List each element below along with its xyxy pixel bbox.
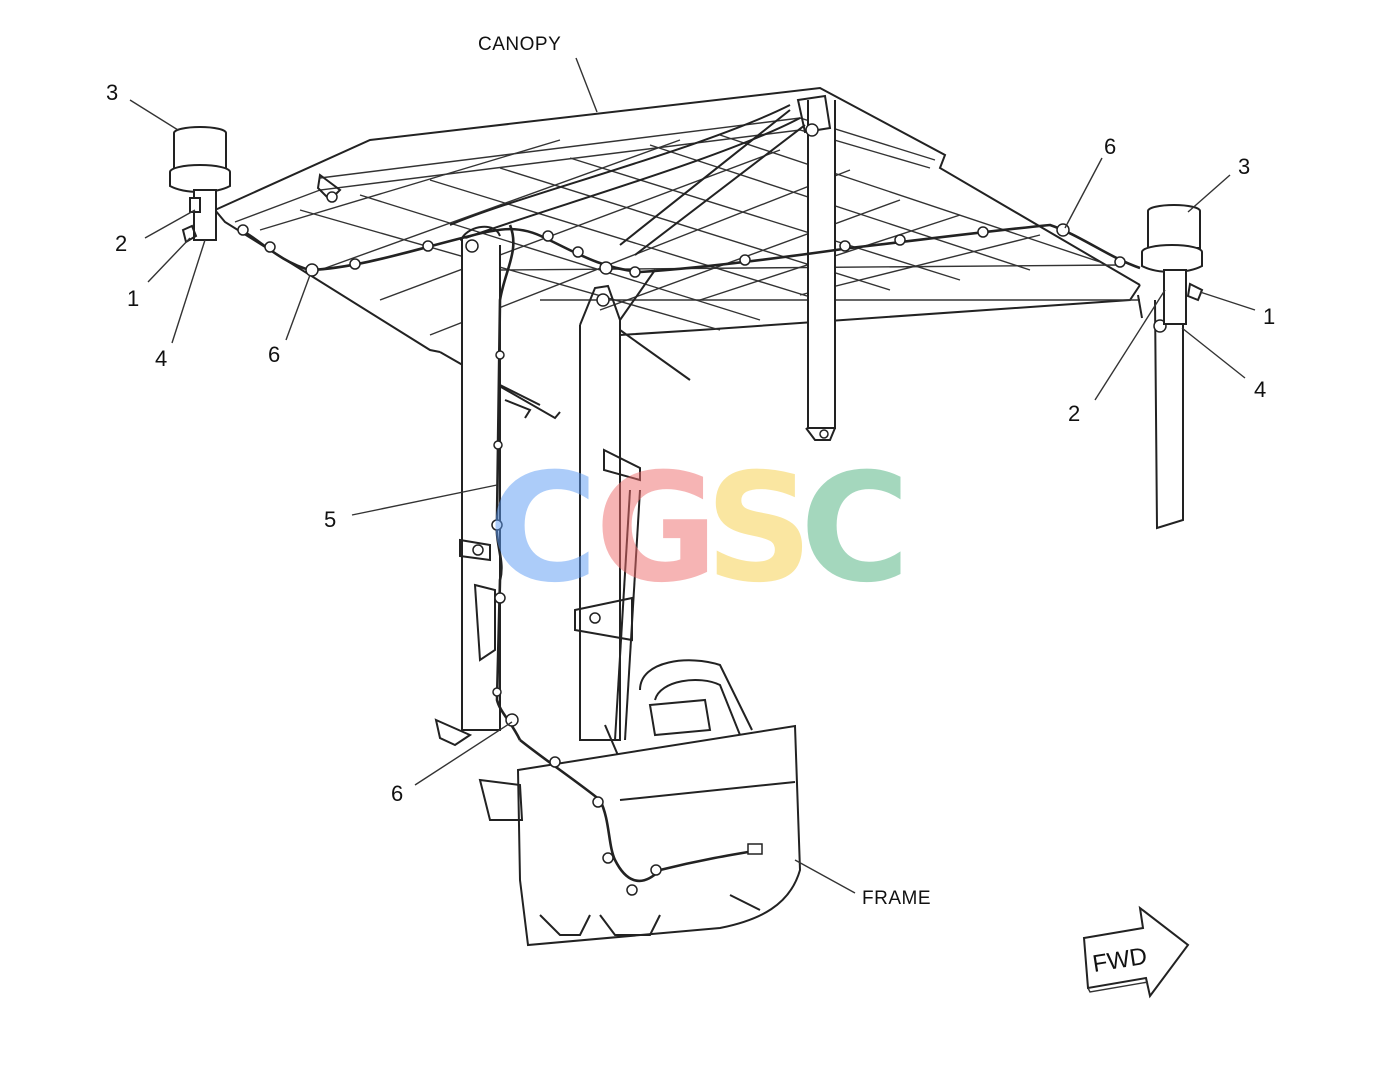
watermark: C G S C	[488, 442, 910, 616]
beacon-lamp-right	[1137, 204, 1204, 325]
callout-4-right: 4	[1254, 377, 1266, 402]
callout-2-right: 2	[1068, 401, 1080, 426]
leader-lines	[129, 57, 1256, 894]
beacon-lamp-left	[169, 126, 231, 244]
canopy-posts	[434, 94, 1184, 761]
watermark-letter-2: G	[595, 442, 718, 616]
wiring-harness	[237, 223, 1141, 896]
watermark-letter-3: S	[705, 442, 813, 616]
callout-1-left: 1	[127, 286, 139, 311]
callout-3-left: 3	[106, 80, 118, 105]
callout-6-bottom: 6	[391, 781, 403, 806]
part-labels: CANOPY FRAME 3 2 1 4 6 3 6 1 4 2 5 6	[106, 34, 1275, 909]
canopy-label: CANOPY	[478, 34, 561, 55]
machine-frame	[478, 659, 802, 947]
callout-2-left: 2	[115, 231, 127, 256]
frame-label: FRAME	[862, 888, 931, 909]
watermark-letter-4: C	[800, 442, 910, 616]
callout-1-right: 1	[1263, 304, 1275, 329]
callout-6-right: 6	[1104, 134, 1116, 159]
callout-3-right: 3	[1238, 154, 1250, 179]
callout-6-left: 6	[268, 342, 280, 367]
callout-5: 5	[324, 507, 336, 532]
forward-arrow-icon: FWD	[1082, 905, 1190, 999]
callout-4-left: 4	[155, 346, 167, 371]
canopy-roof	[214, 86, 1141, 420]
watermark-letter-1: C	[488, 442, 598, 616]
